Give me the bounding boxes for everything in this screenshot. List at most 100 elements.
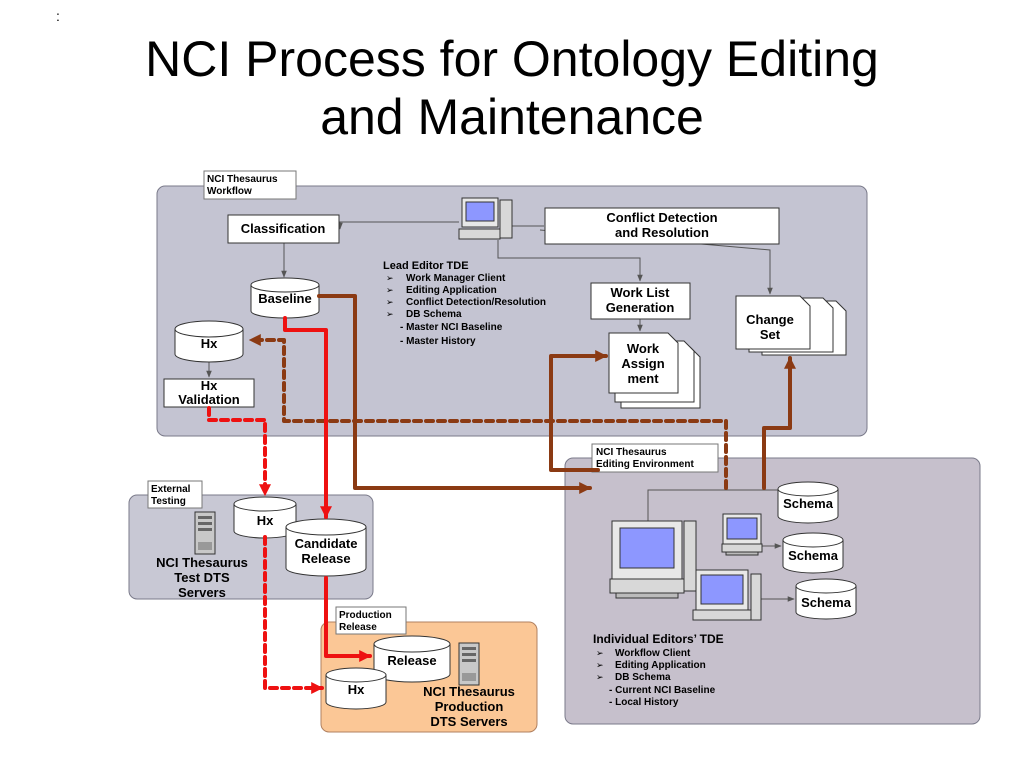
individual-editors-tde-list: Individual Editors’ TDE ➢ Workflow Clien… <box>593 632 724 708</box>
bullet-icon: ➢ <box>386 309 394 319</box>
production-label-line2: Release <box>339 622 377 633</box>
conflict-label-line2: and Resolution <box>615 225 709 240</box>
schema-database-icon-3: Schema <box>795 578 857 620</box>
workflow-label-line2: Workflow <box>207 186 252 197</box>
title-line-1: NCI Process for Ontology Editing <box>145 31 879 87</box>
workflow-label-box <box>203 170 297 200</box>
workflow-hx-label: Hx <box>201 336 218 351</box>
workflow-label-line1: NCI Thesaurus <box>207 174 278 185</box>
production-servers-line3: DTS Servers <box>430 714 507 729</box>
lead-editor-subitem: - Master History <box>400 336 476 347</box>
production-label-box <box>335 606 407 635</box>
bullet-icon: ➢ <box>596 672 604 682</box>
history-return-dashed-arrow <box>248 334 728 490</box>
lead-editor-item: Conflict Detection/Resolution <box>406 297 546 308</box>
editing-label-line2: Editing Environment <box>596 459 694 470</box>
production-servers-line2: Production <box>435 699 504 714</box>
schema-database-icon-1: Schema <box>777 481 839 524</box>
corner-mark: : <box>56 8 60 24</box>
conflict-detection-box: Conflict Detection and Resolution <box>544 207 780 245</box>
bullet-icon: ➢ <box>386 273 394 283</box>
schema-label: Schema <box>801 595 852 610</box>
change-set-document-stack-icon: Change Set <box>735 295 847 356</box>
testing-hx-label: Hx <box>257 513 274 528</box>
production-label-line1: Production <box>339 610 392 621</box>
bullet-icon: ➢ <box>386 285 394 295</box>
test-servers-line1: NCI Thesaurus <box>156 555 248 570</box>
test-servers-line2: Test DTS <box>174 570 230 585</box>
test-servers-line3: Servers <box>178 585 226 600</box>
work-list-generation-box: Work List Generation <box>590 282 691 320</box>
editor-computer-medium-icon <box>692 569 762 621</box>
production-hx-label: Hx <box>348 682 365 697</box>
baseline-to-candidate-arrow <box>283 316 332 519</box>
bullet-icon: ➢ <box>596 660 604 670</box>
lead-editor-item: Editing Application <box>406 285 497 296</box>
production-server-icon <box>458 642 480 686</box>
hx-validation-line1: Hx <box>201 378 218 393</box>
worklist-label-line2: Generation <box>606 300 675 315</box>
release-label: Release <box>387 653 436 668</box>
red-flow-arrows <box>207 316 372 694</box>
schema-label: Schema <box>788 548 839 563</box>
editor-computer-large-icon <box>609 520 685 599</box>
lead-editor-computer-icon <box>458 197 513 240</box>
individual-item: DB Schema <box>615 672 671 683</box>
work-assignment-to-editing-arrow <box>549 350 608 472</box>
change-set-line2: Set <box>760 327 781 342</box>
work-assignment-document-stack-icon: Work Assign ment <box>608 332 701 409</box>
bullet-icon: ➢ <box>596 648 604 658</box>
hx-validation-line2: Validation <box>178 392 239 407</box>
candidate-line2: Release <box>301 551 350 566</box>
baseline-to-editing-arrow <box>317 294 592 494</box>
testing-label-line2: Testing <box>151 496 186 507</box>
test-server-icon <box>194 511 216 555</box>
test-hx-to-production-hx-dashed-arrow <box>263 535 324 694</box>
schema-database-icon-2: Schema <box>782 532 844 574</box>
candidate-line1: Candidate <box>295 536 358 551</box>
individual-subitem: - Current NCI Baseline <box>609 685 716 696</box>
production-servers-line1: NCI Thesaurus <box>423 684 515 699</box>
conflict-label-line1: Conflict Detection <box>606 210 717 225</box>
candidate-release-database-icon: Candidate Release <box>285 518 367 577</box>
production-hx-database-icon: Hx <box>325 667 387 710</box>
editor-computer-small-icon <box>721 513 763 556</box>
individual-item: Editing Application <box>615 660 706 671</box>
slide-title: NCI Process for Ontology Editing and Mai… <box>0 30 1024 146</box>
baseline-database-icon: Baseline <box>250 277 320 319</box>
validation-to-test-hx-dashed-arrow <box>207 406 271 497</box>
release-database-icon: Release <box>373 635 451 683</box>
hx-validation-box: Hx Validation <box>163 378 255 408</box>
brown-flow-arrows <box>248 294 796 494</box>
work-assignment-line3: ment <box>627 371 659 386</box>
lead-editor-subitem: - Master NCI Baseline <box>400 322 503 333</box>
bullet-icon: ➢ <box>386 297 394 307</box>
schema-label: Schema <box>783 496 834 511</box>
editing-to-change-set-arrow <box>762 356 796 490</box>
individual-item: Workflow Client <box>615 648 691 659</box>
change-set-line1: Change <box>746 312 794 327</box>
individual-title: Individual Editors’ TDE <box>593 632 724 646</box>
production-servers-caption: NCI Thesaurus Production DTS Servers <box>423 684 515 729</box>
editing-label-line1: NCI Thesaurus <box>596 447 667 458</box>
editor-tower-icon <box>683 520 697 592</box>
test-servers-caption: NCI Thesaurus Test DTS Servers <box>156 555 248 600</box>
testing-label-box <box>147 480 203 509</box>
editing-label-box <box>591 443 719 473</box>
classification-label: Classification <box>241 221 326 236</box>
candidate-to-release-arrow <box>324 576 372 662</box>
individual-subitem: - Local History <box>609 697 679 708</box>
lead-editor-item: DB Schema <box>406 309 462 320</box>
worklist-label-line1: Work List <box>611 285 671 300</box>
lead-editor-title: Lead Editor TDE <box>383 260 469 272</box>
baseline-label: Baseline <box>258 291 311 306</box>
hx-database-icon: Hx <box>174 320 244 363</box>
work-assignment-line1: Work <box>627 341 660 356</box>
lead-editor-item: Work Manager Client <box>406 273 506 284</box>
testing-label-line1: External <box>151 484 191 495</box>
work-assignment-line2: Assign <box>621 356 664 371</box>
lead-editor-tde-list: Lead Editor TDE ➢ Work Manager Client ➢ … <box>383 260 546 347</box>
classification-box: Classification <box>227 214 340 244</box>
title-line-2: and Maintenance <box>320 89 704 145</box>
